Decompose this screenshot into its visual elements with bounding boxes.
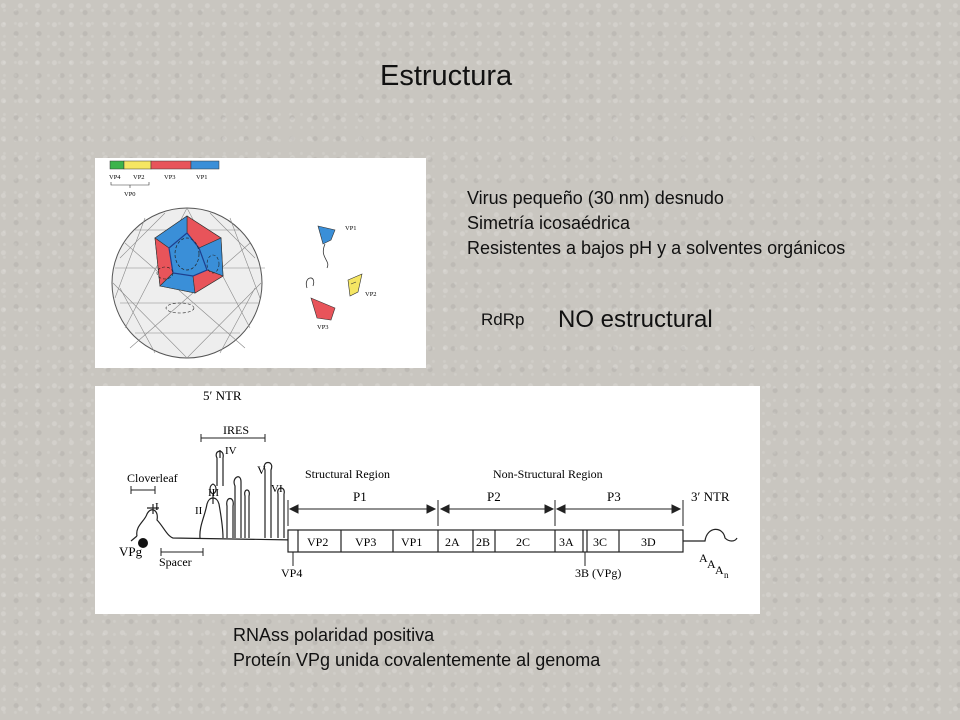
domain-VI: VI	[271, 483, 283, 495]
protein-label-vp3: VP3	[317, 324, 329, 331]
region-p3: P3	[607, 489, 621, 504]
region-arrows	[287, 500, 684, 526]
legend-vp3: VP3	[164, 174, 176, 181]
structural-region-label: Structural Region	[305, 467, 390, 481]
vpg-3b-label: 3B (VPg)	[575, 566, 621, 580]
rdrp-label: RdRp	[481, 310, 525, 329]
segment-3c: 3C	[593, 535, 607, 549]
cloverleaf-label: Cloverleaf	[127, 471, 178, 485]
genome-feature-vpg: Proteín VPg unida covalentemente al geno…	[233, 650, 601, 670]
ires-label: IRES	[223, 423, 249, 437]
virus-features: Virus pequeño (30 nm) desnudo Simetría i…	[467, 186, 845, 261]
segment-3a: 3A	[559, 535, 574, 549]
feature-size: Virus pequeño (30 nm) desnudo	[467, 188, 724, 208]
spacer-bracket	[160, 548, 204, 556]
segment-2a: 2A	[445, 535, 460, 549]
domain-IV: IV	[225, 445, 237, 457]
legend-vp1: VP1	[196, 174, 208, 181]
vp4-label: VP4	[281, 566, 302, 580]
ntr3-label: 3′ NTR	[691, 489, 730, 504]
capsid-sphere	[111, 207, 265, 359]
region-p2: P2	[487, 489, 501, 504]
genome-map: 5′ NTR IRES Cloverleaf VPg Spacer I II I…	[95, 386, 760, 614]
protein-label-vp1: VP1	[345, 225, 357, 232]
genome-feature-polarity: RNAss polaridad positiva	[233, 625, 435, 645]
spacer-label: Spacer	[159, 555, 192, 569]
vpg-dot	[138, 538, 148, 548]
legend-vp2: VP2	[133, 174, 145, 181]
nonstructural-region-label: Non-Structural Region	[493, 467, 603, 481]
legend-vp4: VP4	[109, 174, 121, 181]
polya-a1: A	[699, 551, 708, 565]
slide-title: Estructura	[380, 60, 513, 92]
domain-V: V	[257, 463, 266, 477]
domain-III: III	[208, 487, 219, 499]
genome-svg: 5′ NTR IRES Cloverleaf VPg Spacer I II I…	[119, 388, 738, 580]
ntr5-label: 5′ NTR	[203, 388, 242, 403]
vp1-protein: VP1	[317, 225, 357, 269]
domain-I: I	[155, 501, 159, 513]
vp0-bracket	[110, 182, 150, 188]
ires-bracket	[200, 434, 266, 442]
non-structural-note: NO estructural	[558, 306, 713, 333]
feature-symmetry: Simetría icosaédrica	[467, 213, 631, 233]
segment-2c: 2C	[516, 535, 530, 549]
cloverleaf-bracket	[130, 486, 156, 494]
capsid-svg: VP4 VP2 VP3 VP1 VP0	[109, 160, 377, 359]
protein-label-vp2: VP2	[365, 291, 377, 298]
genome-features: RNAss polaridad positiva Proteín VPg uni…	[233, 623, 600, 673]
segment-3d: 3D	[641, 535, 656, 549]
segment-vp1: VP1	[401, 535, 422, 549]
domain-II: II	[195, 505, 203, 517]
segment-2b: 2B	[476, 535, 490, 549]
feature-resistance: Resistentes a bajos pH y a solventes org…	[467, 238, 846, 258]
polya-a2: A	[707, 557, 716, 571]
vpg-label: VPg	[119, 544, 143, 559]
segment-vp3: VP3	[355, 535, 376, 549]
legend-vp0: VP0	[124, 191, 136, 198]
capsid-illustration: VP4 VP2 VP3 VP1 VP0	[95, 158, 426, 368]
segment-vp2: VP2	[307, 535, 328, 549]
vp3-protein: VP3	[305, 277, 336, 331]
region-p1: P1	[353, 489, 367, 504]
polya-a3: A	[715, 563, 724, 577]
vp2-protein: VP2	[347, 273, 377, 298]
ntr3-structure	[683, 528, 738, 542]
polya-n: n	[724, 570, 729, 580]
